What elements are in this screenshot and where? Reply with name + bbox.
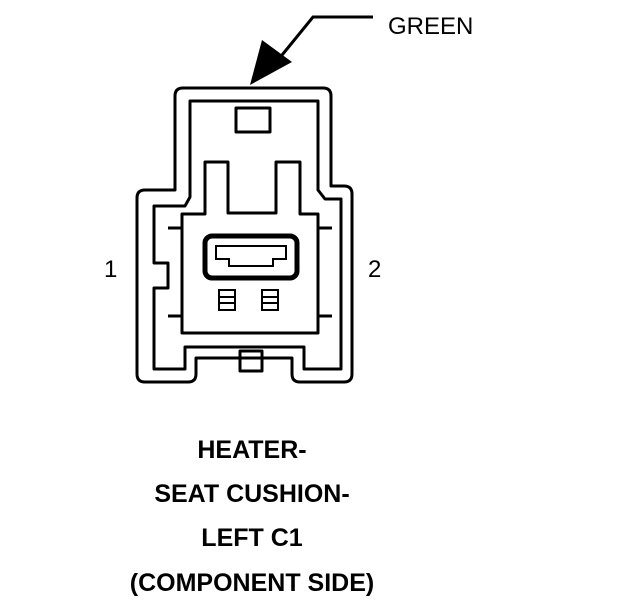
terminal-window-key [215, 245, 287, 267]
pin-label-2: 2 [368, 256, 381, 283]
pin-label-1: 1 [104, 256, 117, 283]
title-line-1: HEATER- [197, 436, 306, 464]
terminal-pin-1 [218, 289, 236, 311]
connector-outer-shell [135, 86, 354, 384]
terminal-window [202, 233, 300, 281]
terminal-cavity-block [180, 160, 320, 335]
callout-leader [250, 15, 373, 85]
title-line-2: SEAT CUSHION- [154, 480, 349, 508]
connector-body [135, 86, 354, 384]
title-line-4: (COMPONENT SIDE) [130, 569, 374, 597]
connector-bottom-key [238, 349, 264, 373]
connector-latch-tab [234, 106, 272, 134]
connector-inner-shell [152, 99, 343, 371]
terminal-pin-2 [261, 289, 279, 311]
wire-color-label: GREEN [388, 13, 473, 40]
title-line-3: LEFT C1 [201, 524, 302, 552]
callout-arrowhead [250, 40, 292, 85]
component-title: HEATER- SEAT CUSHION- LEFT C1 (COMPONENT… [130, 436, 374, 597]
